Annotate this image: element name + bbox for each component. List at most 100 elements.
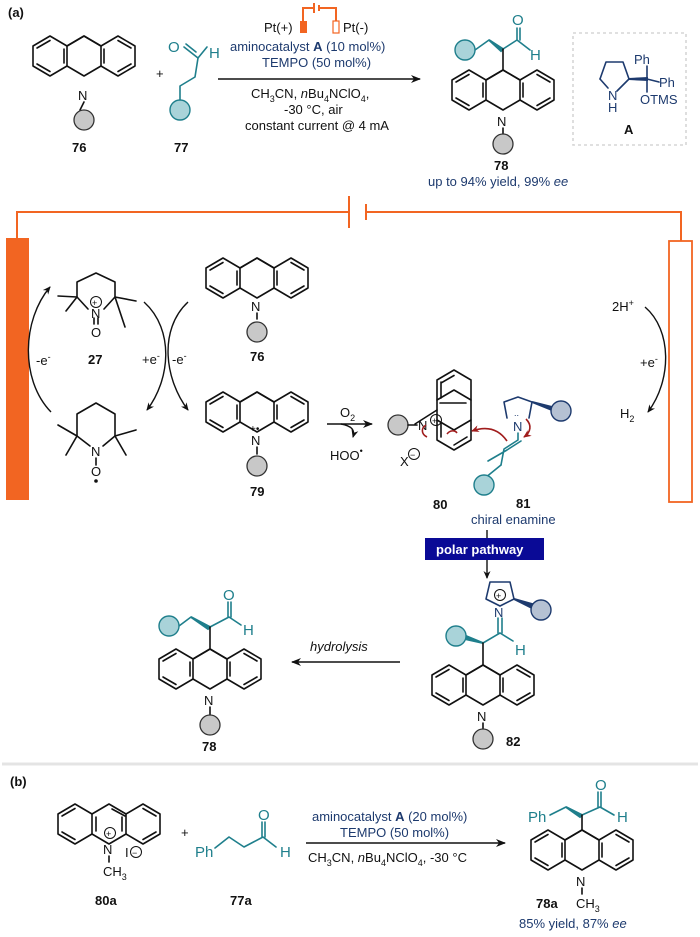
proton-reduction-arrow <box>644 306 667 413</box>
negative-charge-icon <box>130 846 142 858</box>
compound-76-structure <box>32 35 136 77</box>
iminium-82 <box>431 581 535 730</box>
tempo-radical-o: O <box>91 464 101 479</box>
iminium-82-label: 82 <box>506 734 520 749</box>
reduction-arrow-middle <box>143 301 167 411</box>
gray-substituent-circle <box>199 714 221 736</box>
compound-76-cycle-label: 76 <box>250 349 264 364</box>
iminium-n: N <box>494 605 503 620</box>
tempo-condition-b: TEMPO (50 mol%) <box>340 825 449 840</box>
catalyst-a-box <box>572 32 687 146</box>
compound-76-cycle <box>205 257 309 299</box>
teal-substituent-circle <box>445 625 467 647</box>
solvent-condition: CH3CN, nBu4NClO4, <box>251 86 369 104</box>
yield-ee-result: up to 94% yield, 99% ee <box>428 174 568 189</box>
electron-push-arrow <box>421 424 428 438</box>
anode-electrode <box>6 238 29 500</box>
negative-charge-icon <box>408 448 420 460</box>
teal-substituent-circle <box>473 474 495 496</box>
svg-text:H: H <box>209 45 220 62</box>
enamine-81-label: 81 <box>516 496 530 511</box>
compound-76-cycle-n: N <box>251 299 260 314</box>
product-78-mechanism <box>158 601 262 716</box>
plus-sign: + <box>156 66 164 81</box>
o2-reagent: O2 <box>340 405 355 423</box>
radical-cation-79-label: 79 <box>250 484 264 499</box>
tempo-radical <box>57 402 137 483</box>
tempo-oxo-label: 27 <box>88 352 102 367</box>
svg-text:N: N <box>497 114 506 129</box>
hydrolysis-label: hydrolysis <box>310 639 368 654</box>
counterion-charge: − <box>410 450 415 460</box>
oxidation-arrow-left <box>27 286 52 413</box>
polar-pathway-text: polar pathway <box>436 542 524 557</box>
reactant-80a-label: 80a <box>95 893 117 908</box>
compound-76-label: 76 <box>72 140 86 155</box>
positive-charge-icon <box>494 589 506 601</box>
product-78-mechanism-label: 78 <box>202 739 216 754</box>
yield-ee-result-b: 85% yield, 87% ee <box>519 916 627 931</box>
tempo-o: O <box>91 325 101 340</box>
product-78a-h: H <box>617 809 628 826</box>
navy-substituent-circle <box>530 599 552 621</box>
aldehyde-77a-ph: Ph <box>195 844 213 861</box>
compound-77-structure: O H <box>168 39 220 121</box>
svg-text:H: H <box>530 47 541 64</box>
catalyst-a-label: A <box>624 122 634 137</box>
acridinium-80a <box>57 803 161 845</box>
product-78-h: H <box>243 622 254 639</box>
tempo-condition: TEMPO (50 mol%) <box>262 55 371 70</box>
teal-substituent-circle <box>169 99 191 121</box>
gray-substituent-circle <box>387 414 409 436</box>
aldehyde-77a-o: O <box>258 807 270 824</box>
electron-right: +e- <box>640 354 658 370</box>
cathode-label: Pt(-) <box>343 20 368 35</box>
tempo-radical-n: N <box>91 444 100 459</box>
tempo-n: N <box>91 306 100 321</box>
enamine-n: N <box>513 419 522 434</box>
compound-77-label: 77 <box>174 140 188 155</box>
gray-substituent-circle <box>246 455 268 477</box>
catalyst-a-ph1: Ph <box>634 52 650 67</box>
counterion-x: X <box>400 454 409 469</box>
plus-sign-b: + <box>181 825 189 840</box>
acridinium-80 <box>414 369 472 451</box>
positive-charge-icon <box>104 827 116 839</box>
catalyst-a-n: N <box>608 88 617 103</box>
radical-cation-79-n: N <box>251 433 260 448</box>
product-78a-methyl: CH3 <box>576 896 600 914</box>
gray-substituent-circle <box>73 109 95 131</box>
polar-pathway-badge <box>425 538 544 560</box>
product-78a-ph: Ph <box>528 809 546 826</box>
solvent-condition-b: CH3CN, nBu4NClO4, -30 °C <box>308 850 467 868</box>
electron-left: -e- <box>36 352 51 368</box>
panel-b-label: (b) <box>10 774 27 789</box>
oxidation-arrow-acridine <box>167 301 189 411</box>
radical-cation-mark: +• <box>250 424 260 435</box>
hydrogen-label: H2 <box>620 406 634 424</box>
product-78-n: N <box>204 693 213 708</box>
product-78a-n: N <box>576 874 585 889</box>
iodide-charge: − <box>132 848 137 858</box>
aldehyde-77a <box>214 821 277 849</box>
current-condition: constant current @ 4 mA <box>245 118 389 133</box>
acridinium-80a-charge: + <box>106 829 111 839</box>
catalyst-condition: aminocatalyst A (10 mol%) <box>230 39 385 54</box>
panel-a-label: (a) <box>8 5 24 20</box>
circuit-wire <box>16 196 682 241</box>
iminium-bottom-n: N <box>477 709 486 724</box>
product-78a <box>530 791 634 895</box>
svg-text:O: O <box>168 39 180 56</box>
n-substituent-bond <box>79 101 85 111</box>
anode-label: Pt(+) <box>264 20 293 35</box>
enamine-push-arrow <box>523 418 532 438</box>
product-78-structure: O H N <box>451 12 555 155</box>
product-78a-label: 78a <box>536 896 558 911</box>
enamine-caption: chiral enamine <box>471 512 556 527</box>
methyl-group: CH3 <box>103 864 127 882</box>
charge-plus: + <box>92 298 97 308</box>
radical-cation-79 <box>205 391 309 433</box>
product-78-label: 78 <box>494 158 508 173</box>
hoo-release-arrow <box>340 423 359 438</box>
